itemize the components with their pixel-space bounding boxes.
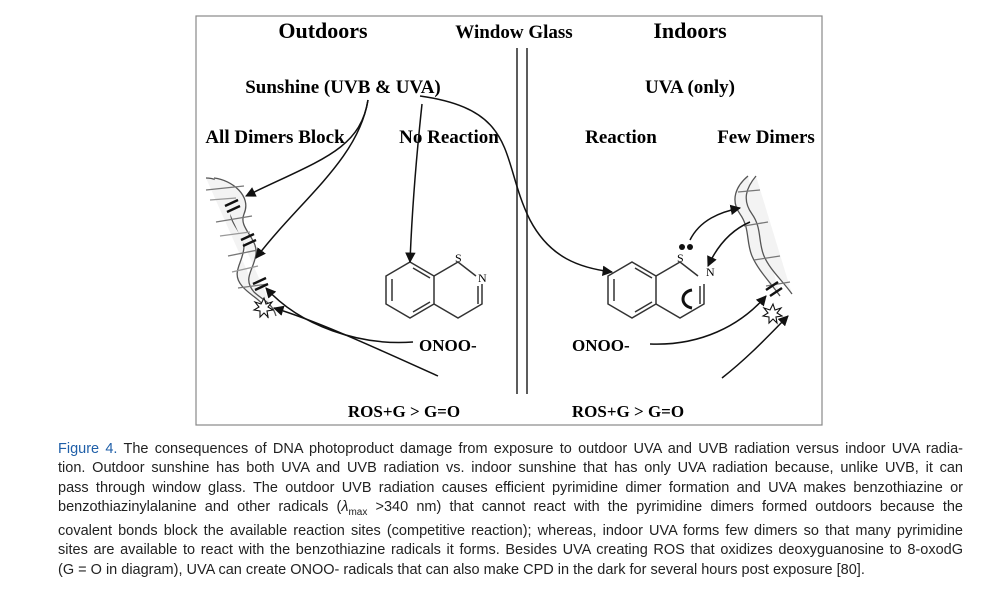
- reaction-label: Reaction: [585, 127, 657, 148]
- indoor-dna-helix: [734, 175, 793, 297]
- diagram-arrows: [245, 95, 789, 379]
- header-indoors: Indoors: [653, 18, 727, 43]
- all-dimers-block-label: All Dimers Block: [205, 127, 345, 148]
- header-outdoors: Outdoors: [278, 18, 368, 43]
- outdoor-dna-helix: [205, 177, 277, 319]
- outdoor-damage-star-icon: [252, 296, 275, 319]
- figure-diagram: Outdoors Window Glass Indoors Sunshine (…: [195, 15, 823, 426]
- header-window-glass: Window Glass: [455, 22, 572, 43]
- indoor-damage-star-icon: [761, 302, 784, 325]
- caption-line-7: (G = O in diagram), UVA can create ONOO-…: [58, 561, 865, 578]
- caption-line-2: tion. Outdoor sunshine has both UVA and …: [58, 460, 963, 477]
- outdoor-sulfur-atom: S: [455, 251, 462, 265]
- outdoor-dimer-marks: [224, 198, 269, 292]
- indoor-onoo-label: ONOO-: [572, 336, 630, 355]
- few-dimers-label: Few Dimers: [717, 127, 815, 148]
- radical-dots-icon: [679, 244, 693, 250]
- radical-arc-icon: [681, 288, 693, 310]
- caption-label: Figure 4.: [58, 441, 118, 457]
- outdoor-onoo-label: ONOO-: [419, 336, 477, 355]
- outdoor-nitrogen-atom: N: [478, 271, 487, 285]
- no-reaction-label: No Reaction: [399, 127, 499, 148]
- caption-line-5: covalent bonds block the available react…: [58, 523, 963, 540]
- indoor-ros-label: ROS+G > G=O: [572, 402, 684, 421]
- caption-line-3: pass through window glass. The outdoor U…: [58, 479, 963, 496]
- caption-line-4: benzothiazinylalanine and other radicals…: [58, 498, 963, 518]
- outdoor-source-label: Sunshine (UVB & UVA): [245, 77, 441, 98]
- figure-caption: Figure 4. The consequences of DNA photop…: [58, 440, 963, 580]
- outdoor-benzothiazine-molecule: [385, 261, 483, 319]
- indoor-nitrogen-atom: N: [706, 265, 715, 279]
- outdoor-ros-label: ROS+G > G=O: [348, 402, 460, 421]
- indoor-dimer-marks: [765, 281, 783, 297]
- caption-line-6: sites are available to react with the be…: [58, 542, 963, 559]
- figure-frame: [195, 15, 823, 426]
- indoor-sulfur-atom: S: [677, 251, 684, 265]
- caption-line-1: Figure 4. The consequences of DNA photop…: [58, 441, 963, 457]
- indoor-source-label: UVA (only): [645, 77, 735, 98]
